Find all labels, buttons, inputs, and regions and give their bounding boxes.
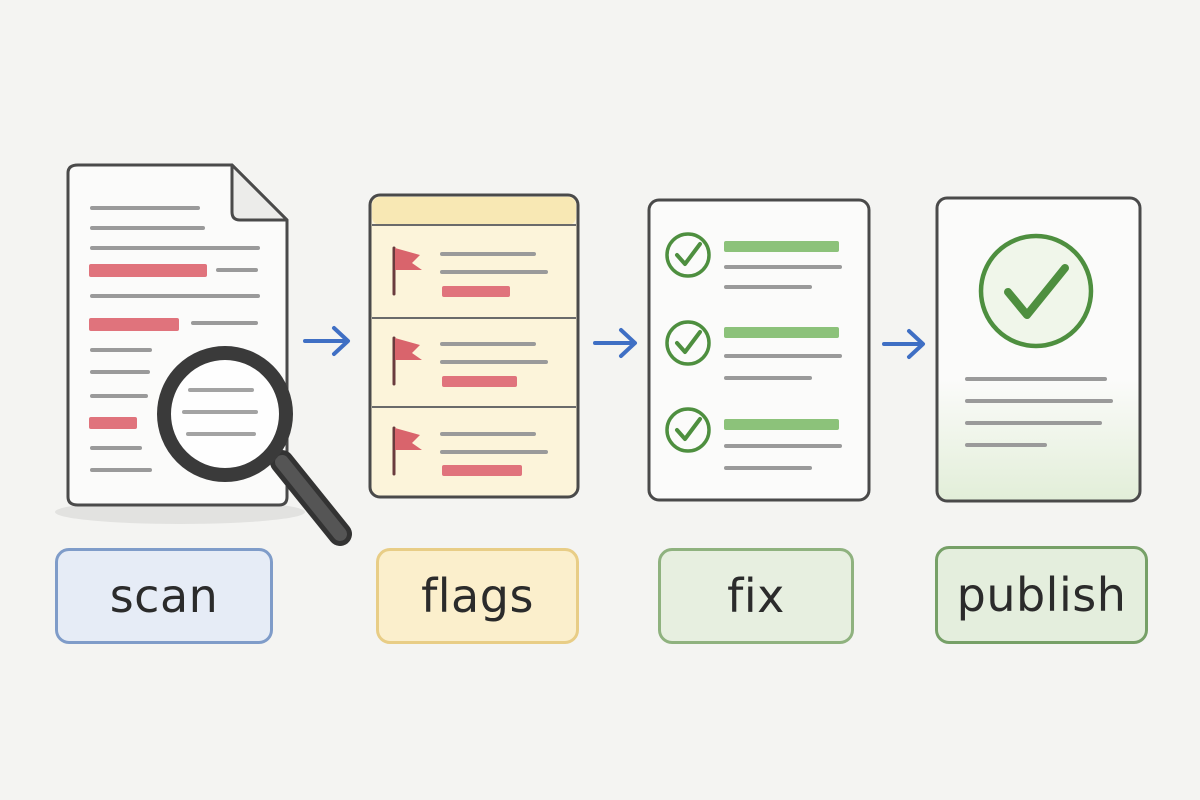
flagged-list-icon [368, 193, 580, 499]
check-circle-icon [665, 232, 711, 278]
check-circle-icon [665, 407, 711, 453]
step-label-text: flags [421, 569, 534, 623]
big-check-circle-icon [978, 233, 1094, 349]
step-label-scan: scan [55, 548, 273, 644]
document-magnifier-icon [55, 163, 352, 546]
scan-text-lines [90, 206, 260, 472]
flag-icon [395, 428, 422, 450]
scan-highlight-bars [89, 264, 207, 429]
step-label-text: publish [956, 568, 1127, 622]
step-label-text: scan [109, 569, 219, 623]
flag-icon [395, 338, 422, 360]
magnifier-icon [157, 346, 352, 546]
arrow-right-icon [882, 329, 925, 359]
step-label-flags: flags [376, 548, 579, 644]
flag-row [392, 246, 548, 297]
publish-text-lines [965, 377, 1113, 447]
flag-row [392, 426, 548, 476]
checked-list-icon [647, 198, 871, 502]
check-row [665, 232, 842, 289]
step-label-fix: fix [658, 548, 854, 644]
step-label-text: fix [727, 569, 785, 623]
flags-card-header [372, 197, 576, 225]
checkmark-icon [1004, 264, 1069, 319]
approved-document-icon [935, 196, 1142, 503]
arrow-right-icon [593, 328, 637, 358]
arrow-right-icon [303, 326, 350, 356]
flags-dividers [372, 224, 576, 408]
check-circle-icon [665, 320, 711, 366]
document-folded-corner [230, 163, 289, 222]
step-label-publish: publish [935, 546, 1148, 644]
check-row [665, 320, 842, 380]
flag-row [392, 336, 548, 387]
flag-icon [395, 248, 422, 270]
check-row [665, 407, 842, 470]
